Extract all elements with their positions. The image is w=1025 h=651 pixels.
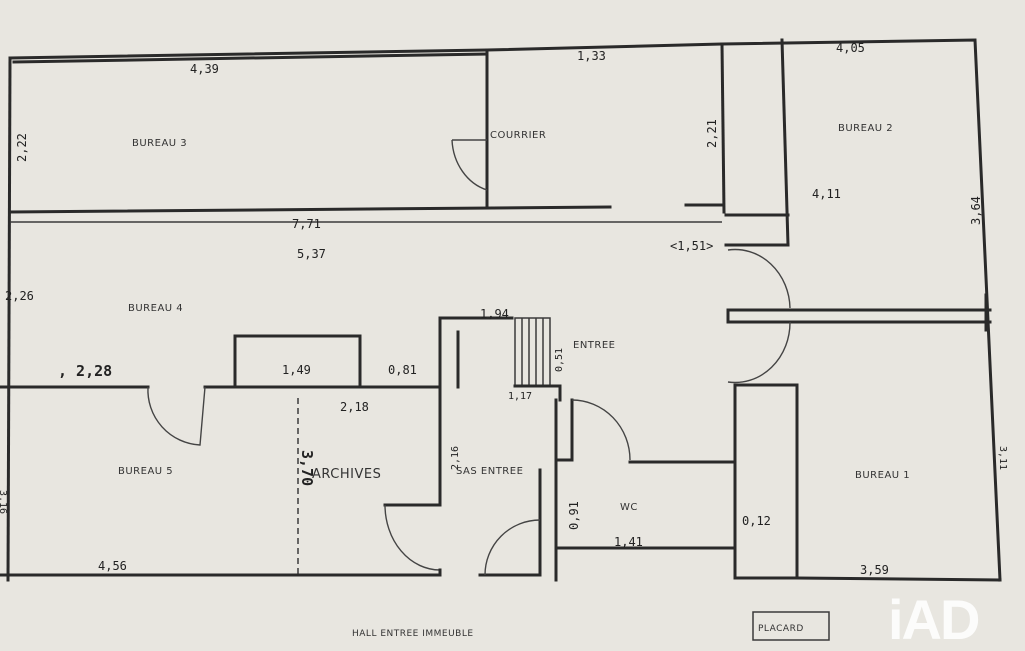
stairs <box>513 317 562 402</box>
room-placard: PLACARD <box>758 624 804 634</box>
dim-label: 1,49 <box>282 363 311 377</box>
room-archives: ARCHIVES <box>312 467 381 482</box>
room-bureau4: BUREAU 4 <box>128 303 183 314</box>
dimension-labels: 4,39 1,33 4,05 2,22 2,21 7,71 5,37 4,11 … <box>0 41 1008 577</box>
iad-logo: iAD <box>888 588 980 651</box>
room-bureau2: BUREAU 2 <box>838 123 893 134</box>
room-sas-entree: SAS ENTREE <box>456 466 523 477</box>
dim-label: 7,71 <box>292 217 321 231</box>
dim-label: 3,70 <box>298 450 316 486</box>
dim-label: <1,51> <box>670 239 713 253</box>
dim-label: 3,64 <box>969 196 983 225</box>
dim-label: 2,22 <box>15 133 29 162</box>
room-hall: HALL ENTREE IMMEUBLE <box>352 629 474 639</box>
dim-label: 1,33 <box>577 49 606 63</box>
dim-label: 4,05 <box>836 41 865 55</box>
dim-label: 1,41 <box>614 535 643 549</box>
dim-label: 3,16 <box>0 490 8 514</box>
room-courrier: COURRIER <box>490 130 546 141</box>
room-entree: ENTREE <box>573 340 616 351</box>
room-bureau3: BUREAU 3 <box>132 138 187 149</box>
room-labels: BUREAU 3 COURRIER BUREAU 2 BUREAU 4 BURE… <box>118 123 910 639</box>
dim-label: 3,11 <box>997 446 1008 470</box>
dim-label: 5,37 <box>297 247 326 261</box>
dim-label: 1,94 <box>480 307 509 321</box>
dim-label: 0,91 <box>567 501 581 530</box>
room-bureau1: BUREAU 1 <box>855 470 910 481</box>
dim-label: 0,81 <box>388 363 417 377</box>
dim-label: 2,21 <box>705 119 719 148</box>
room-wc: WC <box>620 502 638 513</box>
room-bureau5: BUREAU 5 <box>118 466 173 477</box>
dim-label: 1,17 <box>508 391 532 402</box>
dim-label: 4,56 <box>98 559 127 573</box>
dim-label: 4,11 <box>812 187 841 201</box>
dim-label: 3,59 <box>860 563 889 577</box>
dim-label: 2,16 <box>450 446 461 470</box>
dim-label: 4,39 <box>190 62 219 76</box>
dim-label: 0,51 <box>554 348 565 372</box>
dim-label: , 2,28 <box>58 362 112 380</box>
dim-label: 2,18 <box>340 400 369 414</box>
dim-label: 2,26 <box>5 289 34 303</box>
dim-label: 0,12 <box>742 514 771 528</box>
walls <box>0 38 1002 641</box>
